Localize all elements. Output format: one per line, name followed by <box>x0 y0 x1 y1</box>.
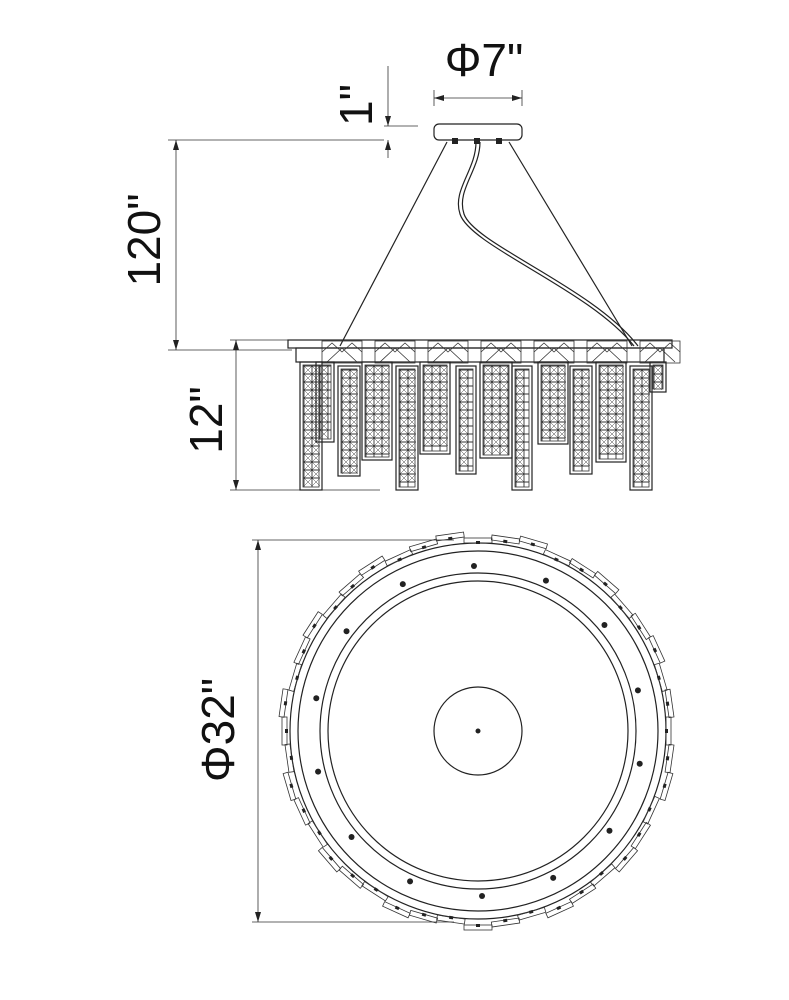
ring-crystal <box>382 901 411 919</box>
ring-crystal <box>307 820 328 848</box>
side-elevation-view <box>287 123 681 491</box>
crystal-column <box>569 365 593 475</box>
ring-crystal <box>284 743 295 773</box>
ring-crystal <box>545 901 574 919</box>
ring-screws <box>313 563 643 899</box>
ring-crystal <box>648 635 666 664</box>
ring-crystal <box>593 570 620 595</box>
overall-drop-label: 120" <box>118 193 170 286</box>
canopy-height-label: 1" <box>330 84 382 126</box>
ring-crystal <box>659 771 674 801</box>
ring-crystal <box>384 549 414 567</box>
ring-crystal <box>542 549 572 567</box>
inner-ring <box>319 572 637 890</box>
ring-crystal <box>463 924 493 931</box>
ring-screw <box>550 874 557 881</box>
ring-screw <box>634 687 641 694</box>
ring-screw <box>542 577 549 584</box>
ring-crystal <box>436 914 466 925</box>
ring-screw <box>606 827 613 834</box>
ring-screw <box>315 768 322 775</box>
crystal-column <box>629 365 653 491</box>
ring-crystal <box>614 846 639 873</box>
ring-crystal <box>642 795 660 825</box>
ring-crystal <box>293 636 311 665</box>
ring-crystal <box>317 846 342 873</box>
power-cord <box>457 141 635 347</box>
ring-screw <box>399 581 406 588</box>
ring-crystal <box>435 531 465 542</box>
canopy <box>433 123 523 141</box>
crystal-column <box>595 361 627 463</box>
ring-crystal <box>361 881 389 902</box>
ring-crystal <box>568 883 597 905</box>
ring-screw <box>636 760 643 767</box>
fixture-height-label: 12" <box>180 386 232 454</box>
ring-crystal <box>282 771 297 801</box>
ring-crystal <box>630 612 652 641</box>
crystal-column <box>419 361 451 455</box>
dimension-lines <box>168 66 523 923</box>
suspension-cable-right <box>508 141 633 347</box>
ring-crystal <box>490 534 521 545</box>
crystal-column <box>337 365 361 477</box>
ring-crystal <box>518 535 548 550</box>
ring-crystal <box>568 557 597 579</box>
ring-screw <box>313 695 320 702</box>
fixture-diameter-label: Φ32" <box>192 678 244 782</box>
ring-crystal <box>517 906 547 921</box>
ring-crystal <box>630 821 652 850</box>
ring-screw <box>601 622 608 629</box>
crystal-column <box>649 361 667 393</box>
bottom-view <box>278 531 675 931</box>
crystal-columns <box>299 361 667 491</box>
ring-crystal <box>589 863 616 887</box>
crystal-column <box>361 361 393 461</box>
crystal-column <box>537 361 569 445</box>
crystal-column <box>455 365 477 475</box>
ring-crystal <box>338 865 365 889</box>
ring-crystal <box>322 593 346 620</box>
ring-crystal <box>610 593 634 620</box>
ring-crystal <box>302 611 323 639</box>
ring-crystal <box>293 797 311 826</box>
ring-screw <box>407 878 414 885</box>
ring-crystal <box>288 662 303 692</box>
crystal-column <box>395 365 419 491</box>
ring-crystal <box>408 909 439 924</box>
ring-crystal <box>358 555 386 576</box>
ring-screw <box>348 833 355 840</box>
ring-screw <box>343 628 350 635</box>
ring-crystal <box>463 537 493 544</box>
ring-crystal <box>408 538 439 553</box>
crystal-column <box>479 361 513 459</box>
crystal-column <box>315 361 335 443</box>
center-canopy-disc <box>433 686 523 776</box>
ring-crystal <box>338 573 365 597</box>
ring-screw <box>479 892 486 899</box>
ring-crystal <box>490 917 521 928</box>
suspension-cable-left <box>339 141 448 347</box>
ring-crystals <box>278 531 675 931</box>
ring-crystal <box>278 688 289 718</box>
ring-crystal <box>664 743 675 774</box>
ring-crystal <box>665 716 672 746</box>
crystal-column <box>511 365 533 491</box>
ring-crystal <box>281 716 288 746</box>
ring-crystal <box>664 688 675 719</box>
canopy-diameter-label: Φ7" <box>445 34 524 86</box>
ring-screw <box>470 563 477 570</box>
ring-crystal <box>653 662 668 692</box>
